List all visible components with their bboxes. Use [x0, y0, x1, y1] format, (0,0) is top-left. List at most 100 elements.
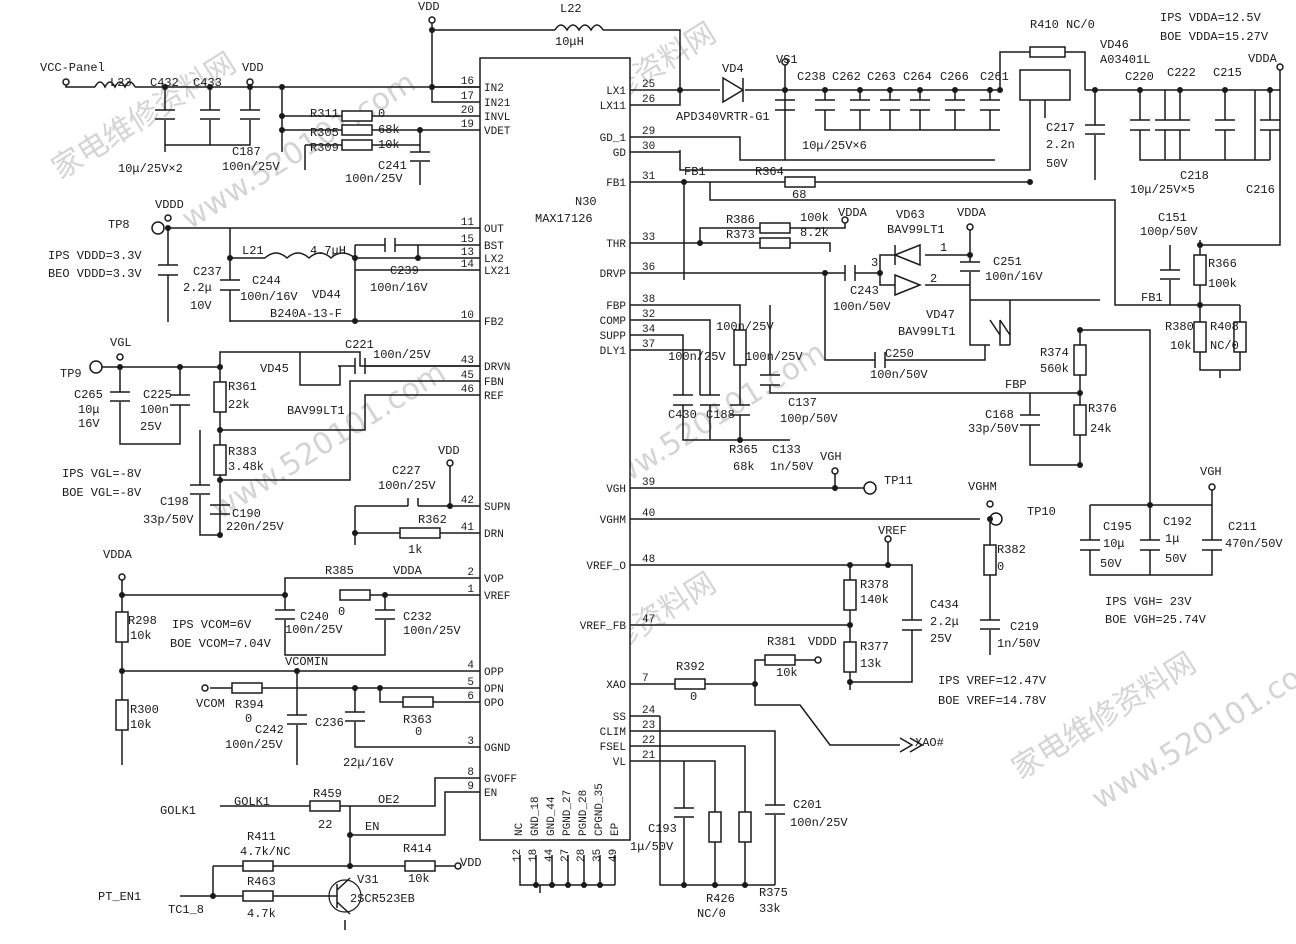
- ic-pin-number: 16: [461, 76, 474, 88]
- ic-pin-number: 38: [642, 294, 655, 306]
- component-label: 33k: [759, 902, 781, 916]
- component-label: 220n/25V: [226, 520, 284, 534]
- resistor-r376: [1073, 404, 1087, 436]
- cap-c219: [980, 619, 1000, 630]
- component-label: 25V: [140, 420, 162, 434]
- component-label: 0: [338, 605, 345, 619]
- component-label: C222: [1167, 66, 1196, 80]
- component-label: VGH: [1200, 465, 1222, 479]
- ic-pin-number: 5: [467, 677, 474, 689]
- component-label: 10μH: [555, 35, 584, 49]
- component-label: 2.2μ: [930, 615, 959, 629]
- ic-pin-name: NC: [514, 822, 526, 836]
- component-label: 1: [940, 241, 947, 255]
- ic-part-number: MAX17126: [535, 212, 593, 226]
- wire-gd: [630, 100, 1031, 171]
- ic-pin-number: 8: [467, 767, 474, 779]
- component-label: XAO#: [915, 736, 944, 750]
- resistor-r411: [242, 860, 274, 872]
- component-label: 10k: [130, 718, 152, 732]
- component-label: 10k: [408, 872, 430, 886]
- resistor-r373: [759, 237, 791, 249]
- terminal-vghm: [986, 500, 994, 508]
- component-label: R300: [130, 703, 159, 717]
- wire-vs1-vdda: [700, 51, 1281, 91]
- ic-pin-name: VREF_FB: [580, 621, 627, 633]
- ic-pin-name: VREF: [484, 591, 510, 603]
- component-label: 8.2k: [800, 226, 829, 240]
- junctions: [117, 27, 1273, 899]
- component-label: C187: [232, 145, 261, 159]
- ic-pin-number: 6: [467, 691, 474, 703]
- component-label: IPS VCOM=6V: [172, 618, 252, 632]
- component-label: 560k: [1040, 362, 1069, 376]
- component-label: R305: [310, 126, 339, 140]
- component-label: 100n/16V: [370, 281, 428, 295]
- ic-pin-name: REF: [484, 391, 504, 403]
- ic-pin-name: LX1: [606, 86, 626, 98]
- wire-l22: [432, 29, 700, 106]
- ic-pin-name: SUPP: [600, 331, 627, 343]
- component-label: 100n/25V: [373, 348, 431, 362]
- component-label: 13k: [860, 657, 882, 671]
- ic-pin-number: 9: [467, 781, 474, 793]
- component-label: TP8: [108, 218, 130, 232]
- ic-pin-name: VL: [613, 757, 626, 769]
- component-label: 10k: [1170, 339, 1192, 353]
- component-label: R374: [1040, 346, 1069, 360]
- inductor-l21: [264, 252, 356, 260]
- resistor-r386: [759, 222, 791, 234]
- ic-pin-number: 14: [461, 259, 475, 271]
- component-label: 10k: [130, 629, 152, 643]
- component-label: VDDA: [957, 206, 987, 220]
- terminal-vref: [884, 535, 892, 543]
- cap-c241: [410, 151, 430, 162]
- ic-pin-number: 21: [642, 750, 656, 762]
- resistor-r305: [341, 124, 373, 136]
- component-label: VD4: [722, 62, 744, 76]
- caps-c237-c244: [158, 264, 240, 291]
- ic-pin-name: DRVP: [600, 269, 627, 281]
- component-label: NC/0: [1210, 339, 1239, 353]
- component-label: TP9: [60, 367, 82, 381]
- ic-pin-number: 46: [461, 384, 474, 396]
- component-label: BAV99LT1: [887, 223, 945, 237]
- resistor-r375: [738, 811, 752, 843]
- component-label: C219: [1010, 620, 1039, 634]
- resistor-r377: [843, 641, 857, 673]
- ic-pin-name: DRN: [484, 529, 504, 541]
- resistor-r309: [341, 139, 373, 151]
- ic-pin-number: 4: [467, 660, 474, 672]
- component-label: TP10: [1027, 505, 1056, 519]
- terminal-vdda-pump: [966, 223, 974, 231]
- component-label: 100n/25V: [225, 738, 283, 752]
- component-label: IPS VGL=-8V: [62, 467, 142, 481]
- diode-vd63: [892, 243, 923, 297]
- component-label: C220: [1125, 70, 1154, 84]
- component-label: 0: [997, 560, 1004, 574]
- ic-pin-name: OPN: [484, 684, 504, 696]
- component-label: 0: [378, 107, 385, 121]
- component-label: R386: [726, 213, 755, 227]
- wire-vdda-caps: [1139, 90, 1271, 161]
- component-label: C251: [993, 255, 1022, 269]
- component-label: R381: [767, 635, 796, 649]
- wire-c217: [1044, 90, 1105, 180]
- component-label: BEO VDDD=3.3V: [48, 267, 142, 281]
- component-label: 22μ/16V: [343, 756, 394, 770]
- ic-pin-name: BST: [484, 241, 504, 253]
- component-label: VGH: [820, 450, 842, 464]
- ic-bottom-pins: NC12GND_1818GND_4444PGND_2727PGND_2828CP…: [512, 783, 622, 862]
- ic-pin-number: 2: [467, 567, 474, 579]
- component-label: BOE VREF=14.78V: [938, 694, 1047, 708]
- component-label: C193: [648, 822, 677, 836]
- component-label: R378: [860, 578, 889, 592]
- terminal-vdda-thr: [841, 216, 849, 224]
- ic-pin-name: VGH: [606, 484, 626, 496]
- component-label: 33p/50V: [143, 513, 194, 527]
- resistor-r383: [213, 444, 227, 476]
- resistor-r381: [764, 654, 796, 666]
- component-label: FB1: [1141, 291, 1163, 305]
- ic-pin-number: 41: [461, 522, 475, 534]
- component-label: TC1_8: [168, 903, 204, 917]
